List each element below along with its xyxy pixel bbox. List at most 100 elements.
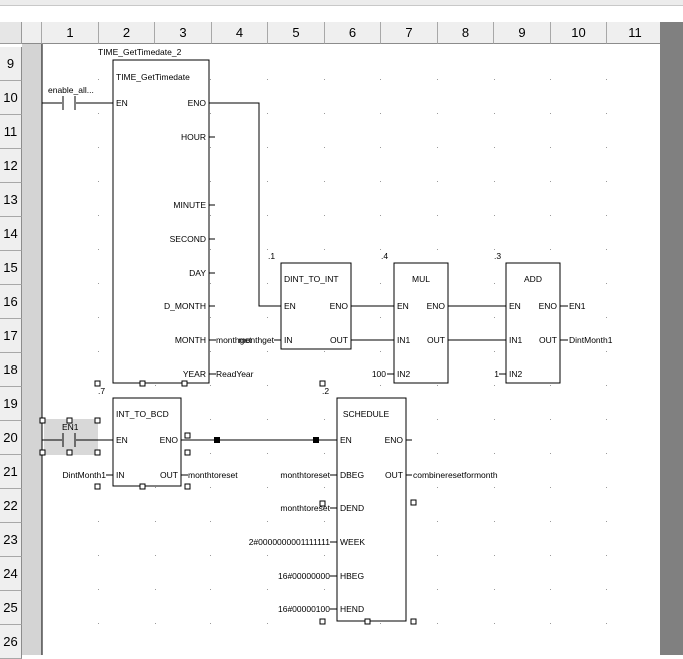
row-header[interactable]: 17: [0, 319, 22, 353]
grid-dot: [324, 453, 325, 454]
grid-dot: [210, 385, 211, 386]
row-header[interactable]: 25: [0, 591, 22, 625]
block-handle[interactable]: [139, 380, 146, 387]
sched-out-var: combineresetformonth: [413, 470, 498, 480]
block-handle[interactable]: [139, 483, 146, 490]
column-header[interactable]: 7: [381, 22, 438, 44]
row-header[interactable]: 11: [0, 115, 22, 149]
grid-dot: [380, 555, 381, 556]
grid-dot: [494, 419, 495, 420]
grid-dot: [550, 317, 551, 318]
block-handle[interactable]: [319, 380, 326, 387]
contact-enable[interactable]: [62, 96, 76, 110]
grid-dot: [380, 249, 381, 250]
grid-dot: [210, 249, 211, 250]
row-header[interactable]: 13: [0, 183, 22, 217]
grid-dot: [437, 351, 438, 352]
int-to-bcd-block[interactable]: [112, 397, 182, 487]
column-header[interactable]: 9: [494, 22, 551, 44]
dint-pin-in: IN: [284, 335, 293, 345]
grid-dot: [98, 283, 99, 284]
grid-dot: [550, 385, 551, 386]
sched-in-var: 16#00000100: [278, 604, 330, 614]
block-handle[interactable]: [94, 380, 101, 387]
column-header[interactable]: 1: [42, 22, 99, 44]
block-handle[interactable]: [184, 432, 191, 439]
dint-pin-en: EN: [284, 301, 296, 311]
row-header[interactable]: 26: [0, 625, 22, 659]
block-handle[interactable]: [181, 380, 188, 387]
grid-dot: [494, 521, 495, 522]
row-header[interactable]: 9: [0, 47, 22, 81]
grid-dot: [494, 113, 495, 114]
time-block-instance: TIME_GetTimedate_2: [98, 47, 182, 57]
add-pin-in1: IN1: [509, 335, 523, 345]
grid-dot: [324, 623, 325, 624]
sched-in-var: 16#00000000: [278, 571, 330, 581]
grid-dot: [267, 589, 268, 590]
contact-en1-selection[interactable]: [39, 417, 101, 456]
wire-handle[interactable]: [214, 437, 220, 443]
dint-to-int-block[interactable]: [280, 262, 352, 350]
mul-block[interactable]: [393, 262, 449, 384]
mul-pin-in1: IN1: [397, 335, 411, 345]
grid-dot: [155, 419, 156, 420]
grid-dot: [155, 351, 156, 352]
row-header[interactable]: 20: [0, 421, 22, 455]
row-header[interactable]: 24: [0, 557, 22, 591]
sched-pin-out: OUT: [385, 470, 403, 480]
column-header[interactable]: 2: [99, 22, 155, 44]
contact-en1-label: EN1: [62, 422, 79, 432]
contact-en1[interactable]: [62, 433, 76, 447]
grid-dots: [98, 79, 607, 624]
time-pin-year: YEAR: [183, 369, 206, 379]
row-header[interactable]: 14: [0, 217, 22, 251]
wire-handle[interactable]: [313, 437, 319, 443]
row-header[interactable]: 21: [0, 455, 22, 489]
row-header[interactable]: 15: [0, 251, 22, 285]
column-header[interactable]: 10: [551, 22, 607, 44]
grid-dot: [380, 385, 381, 386]
sched-block-type: SCHEDULE: [343, 409, 390, 419]
block-handle[interactable]: [410, 499, 417, 506]
block-handle[interactable]: [184, 449, 191, 456]
row-header[interactable]: 19: [0, 387, 22, 421]
grid-dot: [550, 249, 551, 250]
column-header[interactable]: 4: [212, 22, 268, 44]
grid-dot: [98, 521, 99, 522]
grid-dot: [380, 113, 381, 114]
grid-dot: [98, 147, 99, 148]
grid-dot: [155, 555, 156, 556]
column-header[interactable]: 11: [607, 22, 664, 44]
block-handle[interactable]: [364, 618, 371, 625]
grid-dot: [155, 317, 156, 318]
row-header[interactable]: 18: [0, 353, 22, 387]
column-header[interactable]: 5: [268, 22, 325, 44]
grid-dot: [494, 555, 495, 556]
block-handle[interactable]: [319, 500, 326, 507]
row-header[interactable]: 16: [0, 285, 22, 319]
add-pin-en: EN: [509, 301, 521, 311]
grid-dot: [550, 181, 551, 182]
add-block[interactable]: [505, 262, 561, 384]
mul-block-order: .4: [381, 251, 388, 261]
ladder-canvas[interactable]: enable_all... TIME_GetTimedate_2 TIME_Ge…: [0, 0, 660, 655]
grid-dot: [606, 453, 607, 454]
schedule-block[interactable]: [336, 397, 407, 622]
grid-dot: [267, 351, 268, 352]
grid-dot: [267, 453, 268, 454]
row-header[interactable]: 10: [0, 81, 22, 115]
block-handle[interactable]: [94, 483, 101, 490]
column-header[interactable]: 8: [438, 22, 494, 44]
time-getdate-block[interactable]: [112, 59, 210, 384]
mul-pin-en: EN: [397, 301, 409, 311]
row-header[interactable]: 12: [0, 149, 22, 183]
row-header[interactable]: 23: [0, 523, 22, 557]
block-handle[interactable]: [319, 618, 326, 625]
block-handle[interactable]: [410, 618, 417, 625]
grid-dot: [380, 283, 381, 284]
column-header[interactable]: 3: [155, 22, 212, 44]
row-header[interactable]: 22: [0, 489, 22, 523]
block-handle[interactable]: [184, 483, 191, 490]
column-header[interactable]: 6: [325, 22, 381, 44]
